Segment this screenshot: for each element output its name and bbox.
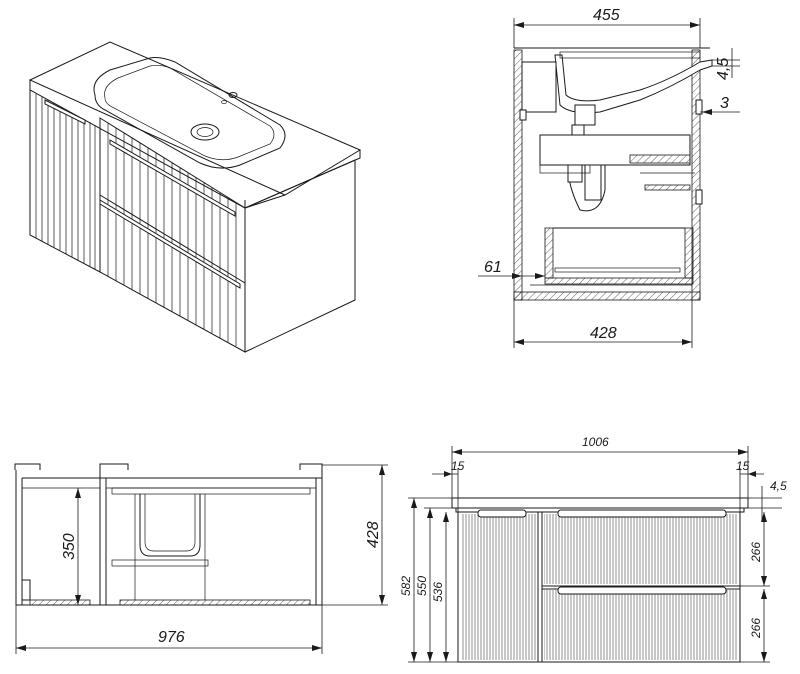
isometric-view (28, 41, 362, 353)
dim-front-drawer-top: 266 (749, 542, 763, 563)
dim-rear-width: 976 (158, 629, 185, 646)
front-left-flutes (462, 514, 536, 660)
dim-side-basin-offset: 3 (720, 95, 729, 112)
dim-rear-inner-height: 350 (61, 533, 78, 560)
dim-front-top-thickness: 4,5 (770, 479, 787, 493)
rear-view: 350 428 976 (14, 463, 388, 654)
dim-front-body-height: 550 (415, 576, 429, 596)
front-view: 1006 15 15 4,5 582 550 536 (399, 435, 787, 663)
dim-front-total-width: 1006 (582, 435, 609, 449)
dim-side-depth-top: 455 (593, 7, 620, 24)
dim-front-front-height: 536 (431, 582, 445, 602)
iso-left-flutes (35, 94, 96, 269)
dim-rear-outer-height: 428 (365, 521, 382, 548)
dim-front-left-overhang: 15 (451, 459, 465, 473)
side-section-view: 455 428 4,5 3 61 (478, 7, 740, 348)
dim-side-drawer-offset: 61 (484, 259, 502, 276)
dim-side-top-thickness: 4,5 (715, 58, 732, 80)
front-right-flutes (544, 514, 738, 660)
dim-front-drawer-bottom: 266 (749, 618, 763, 639)
dim-front-right-overhang: 15 (736, 459, 750, 473)
dim-front-total-height: 582 (399, 576, 413, 596)
dim-side-depth-bottom: 428 (590, 325, 617, 342)
